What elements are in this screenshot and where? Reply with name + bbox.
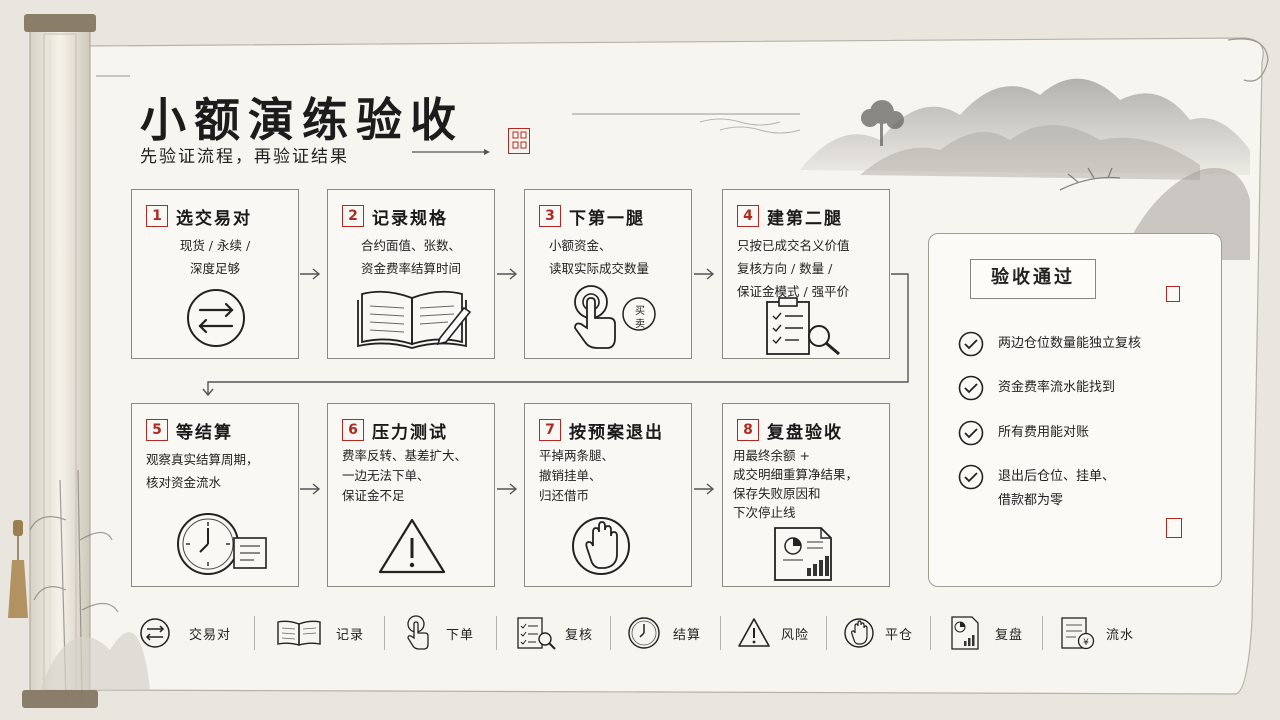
step-card-6: 6 压力测试 费率反转、基差扩大、一边无法下单、保证金不足: [327, 403, 495, 587]
swap-arrows-icon: [187, 289, 245, 347]
step-description: 只按已成交名义价值复核方向 / 数量 /保证金模式 / 强平价: [737, 238, 850, 299]
acceptance-item: 资金费率流水能找到: [998, 380, 1116, 395]
step-title: 下第一腿: [569, 209, 645, 229]
step-number: 5: [146, 419, 168, 441]
legend-divider: [930, 616, 931, 650]
step-title: 记录规格: [372, 209, 448, 229]
stop-hand-icon: [844, 618, 874, 648]
step-card-2: 2 记录规格 合约面值、张数、资金费率结算时间: [327, 189, 495, 359]
legend-label: 复盘: [995, 628, 1024, 643]
legend-label: 流水: [1106, 628, 1135, 643]
step-title: 等结算: [176, 423, 233, 443]
step-card-1: 1 选交易对 现货 / 永续 /深度足够: [131, 189, 299, 359]
svg-text:¥: ¥: [1083, 638, 1089, 648]
check-circle-icon: [958, 420, 984, 446]
legend-label: 下单: [446, 628, 475, 643]
page-title: 小额演练验收: [140, 93, 464, 147]
legend-label: 风险: [781, 628, 810, 643]
step-card-4: 4 建第二腿 只按已成交名义价值复核方向 / 数量 /保证金模式 / 强平价: [722, 189, 890, 359]
red-seal-stamp: [1166, 518, 1182, 538]
check-circle-icon: [958, 331, 984, 357]
acceptance-item: 两边仓位数量能独立复核: [998, 336, 1142, 351]
legend-divider: [254, 616, 255, 650]
step-number: 1: [146, 205, 168, 227]
legend-divider: [610, 616, 611, 650]
acceptance-item: 退出后仓位、挂单、借款都为零: [998, 469, 1116, 508]
report-chart-icon: [774, 527, 832, 581]
legend-divider: [720, 616, 721, 650]
acceptance-item: 所有费用能对账: [998, 425, 1090, 440]
legend-divider: [384, 616, 385, 650]
step-description: 小额资金、读取实际成交数量: [549, 238, 650, 276]
stop-hand-icon: [572, 517, 630, 575]
clock-icon: [177, 513, 267, 575]
step-description: 费率反转、基差扩大、一边无法下单、保证金不足: [342, 448, 468, 503]
step-title: 按预案退出: [569, 423, 664, 443]
buy-sell-badge: 买卖: [635, 306, 645, 330]
check-circle-icon: [958, 375, 984, 401]
step-number: 6: [342, 419, 364, 441]
legend-label: 平仓: [885, 628, 914, 643]
legend-label: 复核: [565, 628, 594, 643]
step-description: 现货 / 永续 /深度足够: [179, 238, 251, 276]
legend-divider: [496, 616, 497, 650]
step-card-5: 5 等结算 观察真实结算周期，核对资金流水: [131, 403, 299, 587]
step-description: 观察真实结算周期，核对资金流水: [146, 452, 259, 490]
open-book-icon: [357, 290, 472, 349]
step-card-7: 7 按预案退出 平掉两条腿、撤销挂单、归还借币: [524, 403, 692, 587]
step-number: 3: [539, 205, 561, 227]
tap-hand-icon: [574, 285, 656, 349]
step-card-8: 8 复盘验收 用最终余额 +成交明细重算净结果，保存失败原因和下次停止线: [722, 403, 890, 587]
checklist-magnifier-icon: [517, 617, 556, 650]
step-title: 压力测试: [372, 423, 448, 443]
clock-icon: [628, 617, 660, 649]
step-description: 合约面值、张数、资金费率结算时间: [360, 238, 461, 276]
swap-arrows-icon: [140, 618, 170, 648]
step-number: 8: [737, 419, 759, 441]
legend-label: 结算: [673, 628, 702, 643]
step-description: 平掉两条腿、撤销挂单、归还借币: [539, 448, 615, 503]
checklist-magnifier-icon: [766, 297, 840, 356]
step-number: 2: [342, 205, 364, 227]
warning-icon: [738, 618, 770, 647]
report-chart-icon: [951, 616, 979, 650]
step-title: 建第二腿: [767, 209, 843, 229]
red-seal-stamp: [1166, 286, 1180, 302]
step-title: 复盘验收: [767, 423, 843, 443]
legend-divider: [1042, 616, 1043, 650]
open-book-icon: [277, 620, 321, 646]
page-subtitle: 先验证流程，再验证结果: [140, 147, 349, 167]
step-number: 7: [539, 419, 561, 441]
warning-icon: [378, 518, 446, 574]
step-description: 用最终余额 +成交明细重算净结果，保存失败原因和下次停止线: [733, 448, 859, 520]
ledger-coin-icon: ¥: [1061, 617, 1095, 650]
legend-label: 交易对: [189, 628, 232, 643]
tap-hand-icon: [407, 615, 429, 650]
step-number: 4: [737, 205, 759, 227]
step-title: 选交易对: [176, 209, 252, 229]
acceptance-title: 验收通过: [970, 259, 1096, 299]
legend-label: 记录: [336, 628, 365, 643]
red-seal-stamp: [508, 128, 530, 154]
step-card-3: 3 下第一腿 小额资金、读取实际成交数量 买卖: [524, 189, 692, 359]
check-circle-icon: [958, 464, 984, 490]
legend-divider: [826, 616, 827, 650]
